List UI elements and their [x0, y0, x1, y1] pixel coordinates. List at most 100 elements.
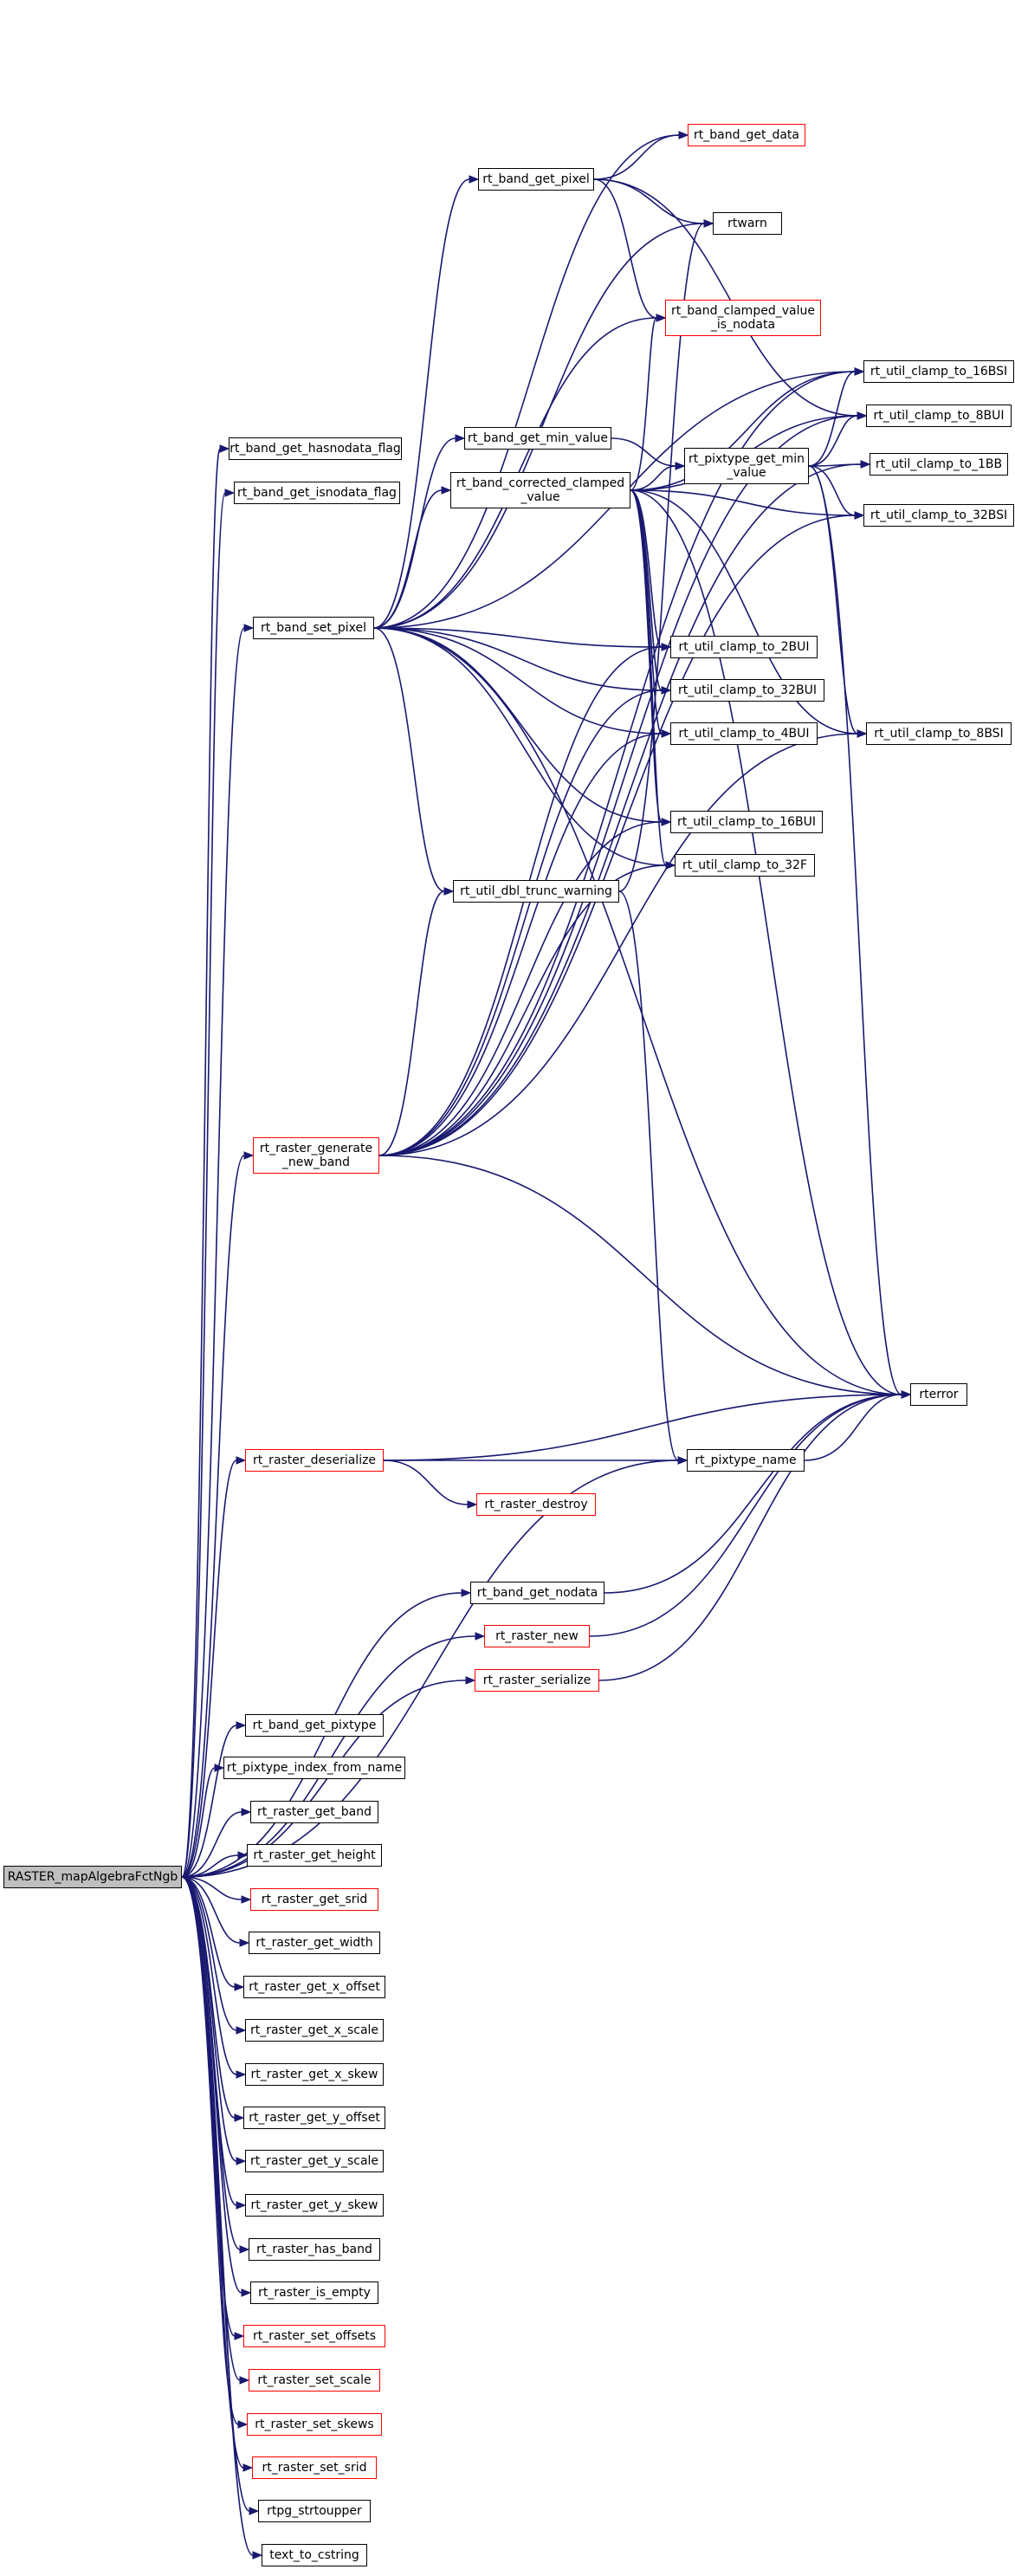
- edge-raster-generate-new-band-to-util-clamp-to-8BSI: [378, 733, 858, 1156]
- graph-node-raster-set-srid[interactable]: rt_raster_set_srid: [252, 2456, 377, 2479]
- graph-node-pixtype-name[interactable]: rt_pixtype_name: [687, 1449, 805, 1472]
- graph-node-raster-get-srid[interactable]: rt_raster_get_srid: [250, 1888, 378, 1911]
- graph-node-util-clamp-to-32F[interactable]: rt_util_clamp_to_32F: [675, 854, 815, 877]
- graph-node-util-clamp-to-16BSI[interactable]: rt_util_clamp_to_16BSI: [863, 360, 1014, 383]
- graph-node-raster-set-offsets[interactable]: rt_raster_set_offsets: [243, 2325, 385, 2347]
- edge-root-to-raster-get-x-scale: [181, 1876, 237, 2031]
- graph-node-raster-deserialize[interactable]: rt_raster_deserialize: [245, 1449, 384, 1472]
- graph-node-raster-get-y-offset[interactable]: rt_raster_get_y_offset: [243, 2107, 385, 2129]
- edge-arrowhead: [241, 1808, 252, 1816]
- graph-node-util-clamp-to-16BUI[interactable]: rt_util_clamp_to_16BUI: [670, 811, 823, 833]
- edge-arrowhead: [475, 1632, 486, 1641]
- graph-node-band-get-isnodata-flag[interactable]: rt_band_get_isnodata_flag: [234, 482, 400, 504]
- edge-band-set-pixel-to-band-get-data: [373, 134, 680, 629]
- graph-node-raster-get-x-scale[interactable]: rt_raster_get_x_scale: [245, 2019, 384, 2042]
- graph-node-pixtype-index-from-name[interactable]: rt_pixtype_index_from_name: [223, 1757, 405, 1779]
- edge-pixtype-get-min-value-to-util-clamp-to-32BSI: [808, 465, 856, 516]
- graph-node-raster-set-scale[interactable]: rt_raster_set_scale: [249, 2369, 380, 2392]
- graph-node-util-clamp-to-8BSI[interactable]: rt_util_clamp_to_8BSI: [866, 722, 1012, 745]
- edge-band-set-pixel-to-util-clamp-to-4BUI: [373, 627, 663, 735]
- edge-arrowhead: [243, 624, 255, 632]
- graph-node-band-set-pixel[interactable]: rt_band_set_pixel: [253, 617, 374, 639]
- graph-node-band-get-hasnodata-flag[interactable]: rt_band_get_hasnodata_flag: [229, 437, 402, 460]
- edge-arrowhead: [234, 2113, 245, 2122]
- edge-arrowhead: [469, 175, 480, 184]
- edge-arrowhead: [236, 1456, 247, 1465]
- graph-node-raster-get-height[interactable]: rt_raster_get_height: [247, 1844, 382, 1867]
- graph-node-raster-new[interactable]: rt_raster_new: [484, 1625, 590, 1647]
- graph-node-raster-is-empty[interactable]: rt_raster_is_empty: [250, 2282, 378, 2304]
- edge-band-corrected-clamped-value-to-util-clamp-to-32BSI: [630, 489, 856, 516]
- edge-arrowhead: [241, 2288, 252, 2297]
- edge-arrowhead: [901, 1390, 912, 1399]
- graph-node-pixtype-get-min-value[interactable]: rt_pixtype_get_min _value: [684, 448, 809, 484]
- graph-node-raster-get-y-skew[interactable]: rt_raster_get_y_skew: [245, 2194, 384, 2217]
- edge-band-corrected-clamped-value-to-util-clamp-to-8BSI: [630, 489, 858, 735]
- graph-node-raster-generate-new-band[interactable]: rt_raster_generate _new_band: [253, 1137, 379, 1174]
- graph-node-rtwarn[interactable]: rtwarn: [713, 212, 782, 235]
- graph-node-raster-get-band[interactable]: rt_raster_get_band: [250, 1801, 378, 1823]
- graph-node-band-clamped-value-is-nodata[interactable]: rt_band_clamped_value _is_nodata: [665, 300, 821, 336]
- graph-node-rtpg-strtoupper[interactable]: rtpg_strtoupper: [258, 2500, 371, 2522]
- edge-root-to-raster-get-width: [181, 1876, 241, 1944]
- graph-node-raster-has-band[interactable]: rt_raster_has_band: [249, 2238, 380, 2261]
- edge-band-set-pixel-to-rtwarn: [373, 223, 705, 629]
- graph-node-text-to-cstring[interactable]: text_to_cstring: [262, 2544, 367, 2566]
- edge-raster-generate-new-band-to-util-clamp-to-8BUI: [378, 415, 858, 1156]
- graph-node-band-get-nodata[interactable]: rt_band_get_nodata: [470, 1582, 604, 1604]
- edge-root-to-text-to-cstring: [181, 1876, 254, 2556]
- graph-node-util-clamp-to-4BUI[interactable]: rt_util_clamp_to_4BUI: [670, 722, 818, 745]
- graph-node-band-get-pixel[interactable]: rt_band_get_pixel: [478, 168, 594, 191]
- graph-node-raster-destroy[interactable]: rt_raster_destroy: [476, 1493, 596, 1516]
- edge-arrowhead: [465, 1676, 476, 1685]
- edge-arrowhead: [242, 2463, 254, 2472]
- edge-arrowhead: [239, 1938, 250, 1947]
- graph-node-band-corrected-clamped-value[interactable]: rt_band_corrected_clamped _value: [450, 472, 630, 508]
- graph-node-raster-get-width[interactable]: rt_raster_get_width: [249, 1932, 380, 1954]
- graph-node-rterror[interactable]: rterror: [910, 1383, 967, 1406]
- edge-raster-generate-new-band-to-util-clamp-to-1BB: [378, 463, 862, 1156]
- edge-util-dbl-trunc-warning-to-pixtype-name: [618, 890, 679, 1461]
- edge-raster-generate-new-band-to-util-clamp-to-4BUI: [378, 733, 663, 1156]
- graph-node-raster-set-skews[interactable]: rt_raster_set_skews: [247, 2413, 382, 2436]
- edge-raster-serialize-to-rterror: [598, 1394, 902, 1681]
- edge-arrowhead: [236, 2157, 247, 2165]
- edge-raster-generate-new-band-to-util-dbl-trunc-warning: [378, 890, 445, 1156]
- edge-root-to-pixtype-index-from-name: [181, 1767, 216, 1878]
- graph-node-raster-serialize[interactable]: rt_raster_serialize: [475, 1669, 599, 1692]
- graph-node-util-clamp-to-1BB[interactable]: rt_util_clamp_to_1BB: [870, 453, 1008, 476]
- graph-node-util-dbl-trunc-warning[interactable]: rt_util_dbl_trunc_warning: [453, 880, 619, 903]
- edge-root-to-raster-get-height: [181, 1854, 239, 1878]
- edge-arrowhead: [661, 818, 672, 826]
- edge-root-to-raster-get-band: [181, 1811, 242, 1878]
- edge-root-to-raster-get-x-skew: [181, 1876, 237, 2075]
- graph-node-raster-get-y-scale[interactable]: rt_raster_get_y_scale: [245, 2150, 384, 2172]
- edge-band-set-pixel-to-util-dbl-trunc-warning: [373, 627, 445, 892]
- edge-arrowhead: [441, 486, 452, 495]
- edge-root-to-band-get-pixtype: [181, 1725, 237, 1878]
- edge-band-get-pixel-to-band-get-data: [593, 134, 680, 180]
- graph-node-util-clamp-to-2BUI[interactable]: rt_util_clamp_to_2BUI: [670, 636, 818, 658]
- edge-root-to-raster-generate-new-band: [181, 1155, 245, 1878]
- edge-arrowhead: [461, 1589, 472, 1597]
- edge-arrowhead: [236, 2201, 247, 2210]
- graph-node-util-clamp-to-8BUI[interactable]: rt_util_clamp_to_8BUI: [866, 405, 1012, 427]
- graph-node-band-get-min-value[interactable]: rt_band_get_min_value: [464, 427, 611, 450]
- edge-arrowhead: [857, 729, 868, 738]
- graph-node-root[interactable]: RASTER_mapAlgebraFctNgb: [3, 1866, 182, 1888]
- edge-band-get-pixel-to-util-clamp-to-8BUI: [593, 178, 858, 417]
- edge-band-get-nodata-to-rterror: [604, 1394, 902, 1594]
- edge-arrowhead: [236, 2070, 247, 2079]
- edge-arrowhead: [236, 2026, 247, 2035]
- graph-node-band-get-pixtype[interactable]: rt_band_get_pixtype: [245, 1714, 384, 1737]
- edge-util-dbl-trunc-warning-to-rtwarn: [618, 223, 705, 892]
- graph-node-raster-get-x-skew[interactable]: rt_raster_get_x_skew: [245, 2063, 384, 2086]
- edge-arrowhead: [703, 219, 714, 228]
- edge-root-to-raster-deserialize: [181, 1460, 237, 1878]
- graph-node-util-clamp-to-32BUI[interactable]: rt_util_clamp_to_32BUI: [670, 679, 824, 702]
- graph-node-util-clamp-to-32BSI[interactable]: rt_util_clamp_to_32BSI: [863, 504, 1014, 527]
- graph-node-band-get-data[interactable]: rt_band_get_data: [688, 124, 805, 146]
- edge-band-get-pixel-to-rtwarn: [593, 178, 705, 224]
- edge-band-set-pixel-to-util-clamp-to-16BUI: [373, 627, 663, 823]
- graph-node-raster-get-x-offset[interactable]: rt_raster_get_x_offset: [243, 1976, 385, 1998]
